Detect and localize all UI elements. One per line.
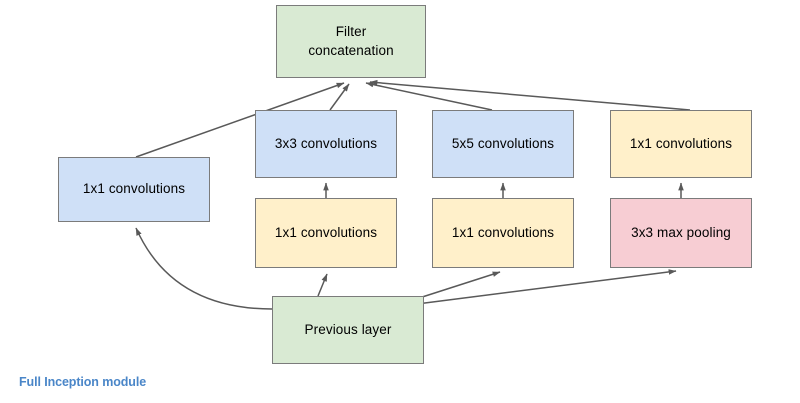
- diagram-caption: Full Inception module: [19, 375, 147, 389]
- node-left-1x1-convolutions[interactable]: 1x1 convolutions: [58, 157, 210, 222]
- edge-3x3-conv-to-filter-concat: [329, 83, 350, 111]
- node-mid-right-1x1-convolutions[interactable]: 1x1 convolutions: [432, 198, 574, 268]
- edge-right-1x1-to-filter-concat: [369, 79, 691, 111]
- edge-previous-layer-to-max-pooling: [416, 269, 677, 305]
- node-previous-layer-label: Previous layer: [304, 321, 392, 337]
- node-mid-left-1x1-convolutions[interactable]: 1x1 convolutions: [255, 198, 397, 268]
- node-left-1x1-convolutions-label: 1x1 convolutions: [82, 181, 186, 197]
- node-filter-concatenation[interactable]: Filter concatenation: [276, 5, 426, 78]
- edge-5x5-conv-to-filter-concat: [365, 81, 493, 111]
- node-previous-layer[interactable]: Previous layer: [272, 296, 424, 364]
- node-right-1x1-convolutions-label: 1x1 convolutions: [629, 135, 733, 151]
- node-3x3-convolutions[interactable]: 3x3 convolutions: [255, 110, 397, 178]
- edge-previous-layer-to-mid-left-1x1: [317, 273, 328, 297]
- edge-previous-layer-to-mid-right-1x1: [415, 271, 501, 300]
- edge-previous-layer-to-left-1x1: [135, 227, 273, 310]
- node-right-1x1-convolutions[interactable]: 1x1 convolutions: [610, 110, 752, 178]
- node-3x3-convolutions-label: 3x3 convolutions: [274, 135, 378, 151]
- node-filter-concatenation-label: Filter concatenation: [308, 24, 394, 58]
- node-3x3-max-pooling-label: 3x3 max pooling: [631, 224, 731, 240]
- node-5x5-convolutions-label: 5x5 convolutions: [451, 135, 555, 151]
- node-mid-left-1x1-convolutions-label: 1x1 convolutions: [274, 224, 378, 240]
- node-5x5-convolutions[interactable]: 5x5 convolutions: [432, 110, 574, 178]
- node-3x3-max-pooling[interactable]: 3x3 max pooling: [610, 198, 752, 268]
- node-mid-right-1x1-convolutions-label: 1x1 convolutions: [451, 224, 555, 240]
